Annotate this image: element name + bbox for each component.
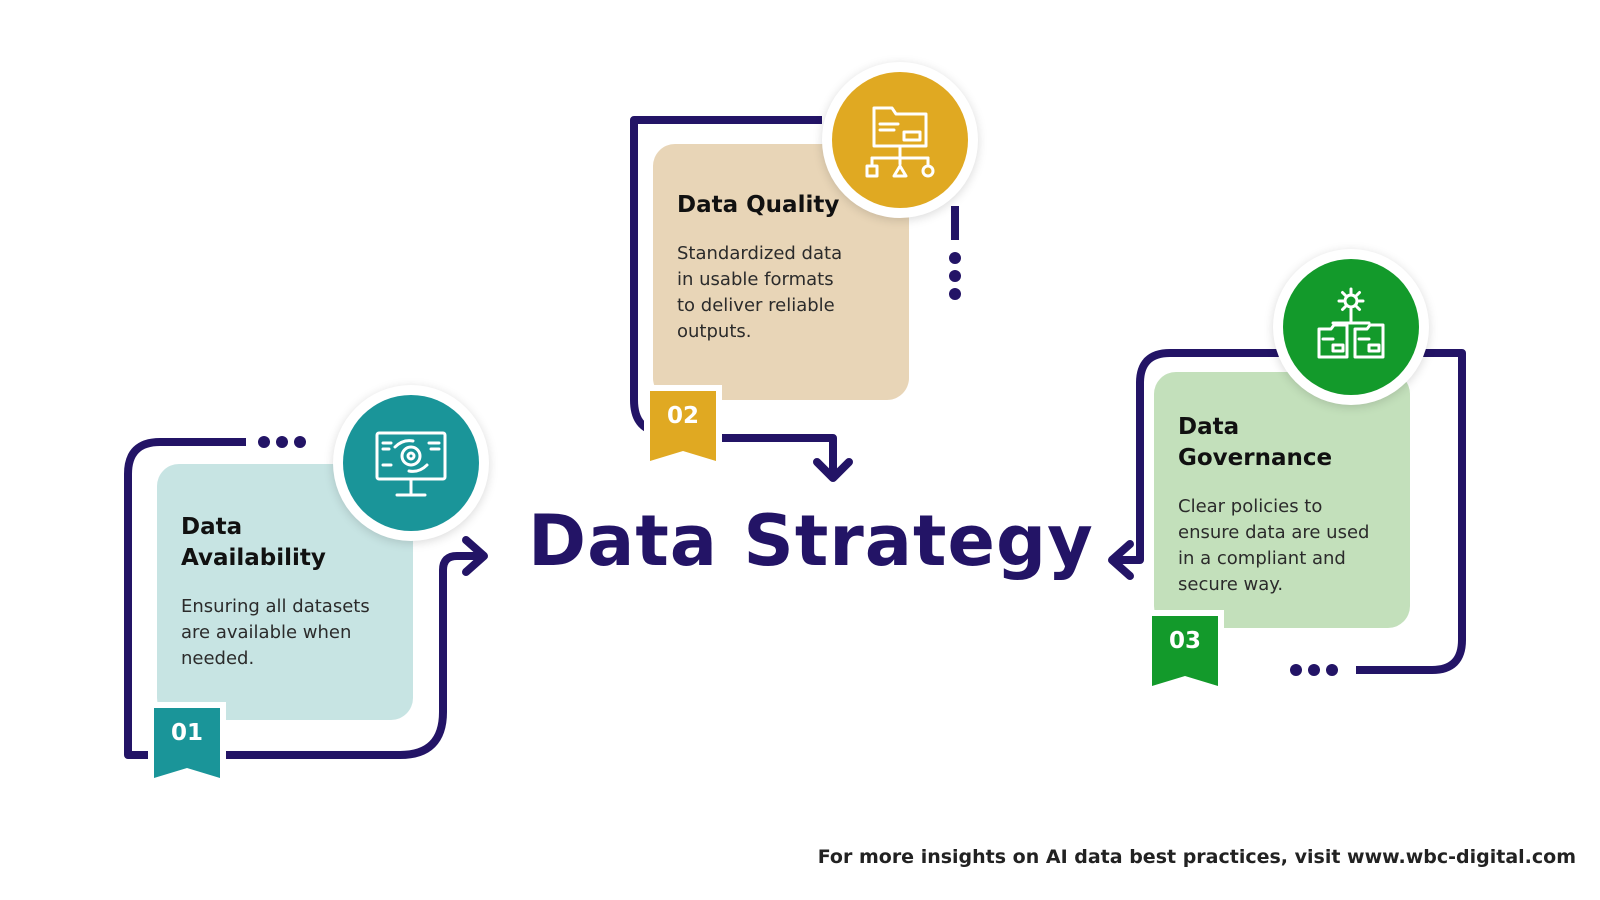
ribbon-shape <box>1146 610 1224 698</box>
arrow-down-icon <box>813 458 853 482</box>
ribbon-shape <box>644 385 722 473</box>
frame-line-03 <box>1114 349 1290 564</box>
step-description-line: ensure data are used <box>1178 522 1370 543</box>
step-number: 02 <box>666 403 699 429</box>
step-title: Data Governance <box>1178 412 1386 474</box>
frame-line-01 <box>124 438 480 759</box>
presentation-board-icon <box>343 395 479 531</box>
step-title-line: Availability <box>181 545 326 571</box>
step-description-line: are available when <box>181 622 352 643</box>
dot <box>1290 664 1302 676</box>
dot <box>258 436 270 448</box>
frame-line-02b <box>722 434 837 476</box>
footer-link-text: For more insights on AI data best practi… <box>817 846 1576 868</box>
step-description: Ensuring all datasets are available when… <box>181 594 389 672</box>
step-number-badge: 03 <box>1146 610 1224 698</box>
step-description: Clear policies to ensure data are used i… <box>1178 494 1386 598</box>
step-card-governance: Data Governance Clear policies to ensure… <box>1154 372 1410 628</box>
dot <box>1326 664 1338 676</box>
arrow-right-icon <box>462 536 488 576</box>
step-description-line: in usable formats <box>677 269 834 290</box>
dot <box>949 270 961 282</box>
step-title: Data Quality <box>677 190 885 221</box>
step-title-line: Governance <box>1178 445 1333 471</box>
step-title-line: Data <box>1178 414 1240 440</box>
step-description-line: Clear policies to <box>1178 496 1323 517</box>
step-description-line: in a compliant and <box>1178 548 1346 569</box>
frame-line-03b <box>1356 349 1466 674</box>
folder-hierarchy-icon <box>832 72 968 208</box>
diagram-title: Data Strategy <box>528 500 1094 582</box>
step-number: 03 <box>1168 628 1201 654</box>
ribbon-shape <box>148 702 226 790</box>
step-number: 01 <box>170 720 203 746</box>
dot <box>949 288 961 300</box>
step-title-line: Data <box>181 514 243 540</box>
step-icon-badge <box>822 62 978 218</box>
gear-folders-icon <box>1283 259 1419 395</box>
dot <box>949 252 961 264</box>
step-description-line: outputs. <box>677 321 752 342</box>
step-number-badge: 02 <box>644 385 722 473</box>
dot <box>276 436 288 448</box>
dot <box>1308 664 1320 676</box>
step-description: Standardized data in usable formats to d… <box>677 241 885 345</box>
step-icon-badge <box>333 385 489 541</box>
step-icon-badge <box>1273 249 1429 405</box>
step-description-line: Ensuring all datasets <box>181 596 370 617</box>
step-description-line: to deliver reliable <box>677 295 835 316</box>
step-description-line: Standardized data <box>677 243 843 264</box>
step-description-line: secure way. <box>1178 574 1284 595</box>
dot <box>294 436 306 448</box>
step-description-line: needed. <box>181 648 255 669</box>
step-number-badge: 01 <box>148 702 226 790</box>
step-title-line: Data Quality <box>677 192 840 218</box>
step-title: Data Availability <box>181 512 389 574</box>
arrow-left-icon <box>1108 540 1134 580</box>
